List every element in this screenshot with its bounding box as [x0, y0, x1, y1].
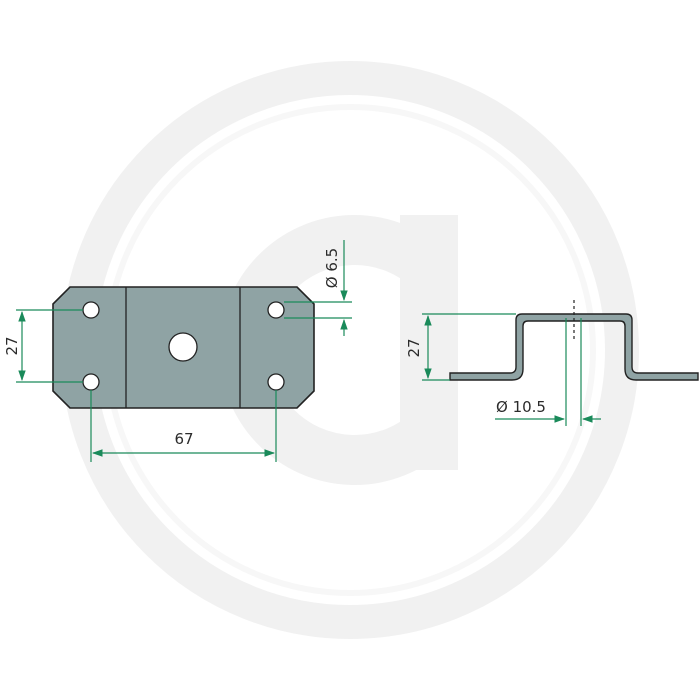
- side-view: 27 Ø 10.5: [405, 300, 699, 426]
- dimension-horizontal: [90, 390, 277, 462]
- side-dimension-height-label: 27: [405, 338, 423, 357]
- center-hole: [168, 332, 198, 362]
- dimension-horizontal-label: 67: [174, 430, 193, 448]
- side-dimension-hole-label: Ø 10.5: [496, 398, 546, 416]
- dimension-hole-diameter-label: Ø 6.5: [323, 248, 341, 288]
- mounting-hole: [267, 373, 285, 391]
- mounting-hole: [82, 373, 100, 391]
- side-dimension-hole: [495, 318, 601, 426]
- mounting-hole: [267, 301, 285, 319]
- dimension-hole-diameter: [284, 240, 352, 336]
- dimension-vertical: [16, 309, 83, 383]
- front-view: 27 67 Ø 6.5: [3, 240, 352, 462]
- side-dimension-height: [422, 313, 516, 381]
- dimension-vertical-label: 27: [3, 336, 21, 355]
- mounting-hole: [82, 301, 100, 319]
- bent-profile: [449, 313, 699, 381]
